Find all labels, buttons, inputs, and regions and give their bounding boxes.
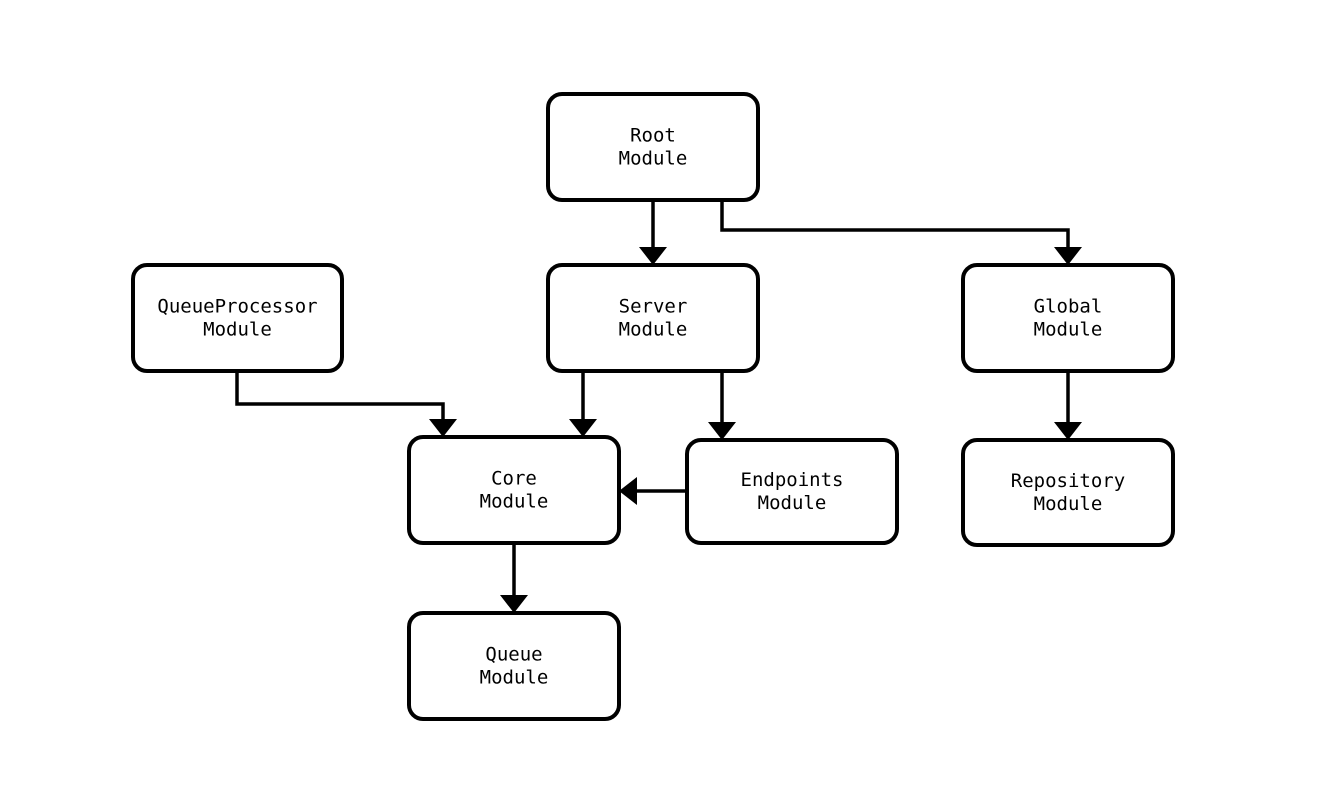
node-label-line2: Module [480, 491, 549, 513]
node-box[interactable] [407, 611, 621, 721]
edge-root-to-global [720, 200, 1082, 265]
arrowhead-icon [619, 477, 637, 505]
node-box[interactable] [961, 263, 1175, 373]
node-box[interactable] [546, 92, 760, 202]
node-label-line1: Repository [1011, 470, 1125, 492]
node-label-line1: Server [619, 296, 688, 318]
node-box[interactable] [685, 438, 899, 545]
arrowhead-icon [500, 595, 528, 613]
node-label-line2: Module [480, 667, 549, 689]
nodes-layer: RootModuleQueueProcessorModuleServerModu… [131, 92, 1175, 721]
node-box[interactable] [546, 263, 760, 373]
node-label-line1: Core [491, 468, 537, 490]
node-label-line1: Root [630, 125, 676, 147]
node-label-line1: Queue [485, 644, 542, 666]
edge-endpoints-to-core [619, 477, 687, 505]
node-label-line2: Module [203, 319, 272, 341]
node-label-line2: Module [1034, 493, 1103, 515]
node-box[interactable] [961, 438, 1175, 547]
node-label-line1: Endpoints [741, 469, 844, 491]
edge-line [235, 371, 445, 422]
node-box[interactable] [131, 263, 344, 373]
node-label-line2: Module [619, 148, 688, 170]
edge-server-to-endpoints [708, 371, 736, 440]
node-box[interactable] [407, 435, 621, 545]
edge-server-to-core [569, 371, 597, 437]
arrowhead-icon [639, 247, 667, 265]
arrowhead-icon [1054, 247, 1082, 265]
node-label-line1: QueueProcessor [157, 296, 317, 318]
node-label-line2: Module [1034, 319, 1103, 341]
edges-layer [235, 200, 1082, 613]
edge-core-to-queue [500, 543, 528, 613]
arrowhead-icon [569, 419, 597, 437]
edge-global-to-repository [1054, 371, 1082, 440]
edge-root-to-server [639, 200, 667, 265]
node-label-line2: Module [758, 492, 827, 514]
arrowhead-icon [708, 422, 736, 440]
edge-line [720, 200, 1070, 250]
node-label-line1: Global [1034, 296, 1103, 318]
node-label-line2: Module [619, 319, 688, 341]
edge-queueprocessor-to-core [235, 371, 457, 437]
arrowhead-icon [429, 419, 457, 437]
arrowhead-icon [1054, 422, 1082, 440]
